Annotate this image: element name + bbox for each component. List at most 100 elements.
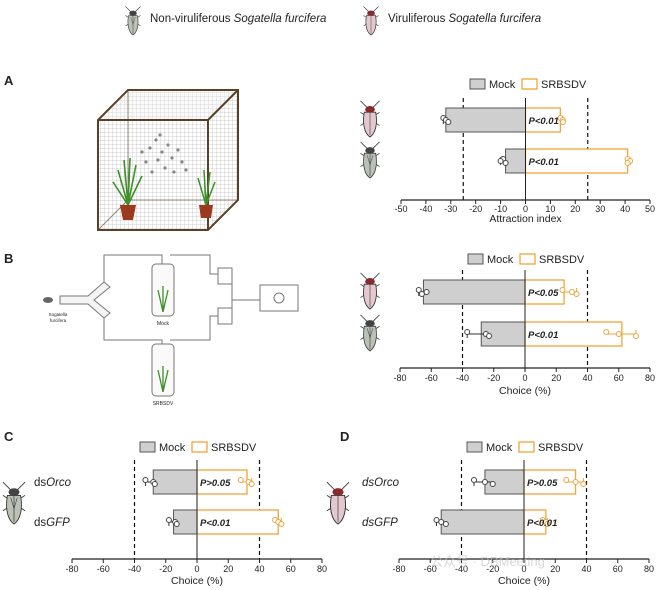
chart-a-point-mock-0-2 bbox=[445, 119, 452, 125]
chart-d-point-virus-1-2 bbox=[544, 521, 551, 527]
chart-b-point-virus-0-2 bbox=[573, 291, 580, 297]
chart-c-point-mock-1-2 bbox=[173, 521, 180, 527]
chart-c-insect bbox=[2, 481, 26, 525]
chart-b-insect-1 bbox=[360, 314, 380, 352]
chart-b-insect-0-head bbox=[365, 278, 375, 285]
chart-b-bar-mock-0 bbox=[422, 279, 526, 305]
chart-c-x-axis-title: Choice (%) bbox=[171, 575, 223, 587]
chart-b-point-mock-1-2 bbox=[486, 333, 493, 339]
chart-b-point-mock-0-0 bbox=[415, 287, 422, 293]
chart-d-point-mock-0-0 bbox=[471, 477, 477, 483]
chart-c-point-virus-0-2 bbox=[248, 481, 255, 487]
chart-b-tick-label--60: -60 bbox=[425, 373, 438, 383]
chart-c-tick-label--80: -80 bbox=[65, 564, 78, 574]
panel-letter-b: B bbox=[4, 251, 13, 266]
chart-d-tick-label-80: 80 bbox=[644, 564, 654, 574]
chart-a-legend-mock-label: Mock bbox=[489, 79, 516, 91]
chart-c-legend-mock-label: Mock bbox=[159, 442, 186, 454]
chart-d-tick-label-40: 40 bbox=[581, 564, 591, 574]
chart-b-x-axis-title: Choice (%) bbox=[499, 385, 551, 397]
chart-a-insect-0-head bbox=[365, 106, 375, 113]
chart-a-tick-label--10: -10 bbox=[494, 204, 507, 214]
chart-b-tick-label-20: 20 bbox=[551, 373, 561, 383]
olfactometer-insect-label-1: Sogatella bbox=[49, 312, 68, 317]
chart-a-insect-0 bbox=[360, 100, 380, 138]
chart-d-tick-label--40: -40 bbox=[455, 564, 468, 574]
chart-b-tick-label-60: 60 bbox=[614, 373, 624, 383]
chart-b-tick-label-0: 0 bbox=[522, 373, 527, 383]
chart-c-legend-virus-swatch bbox=[191, 441, 208, 453]
chart-c-row-label-gene-1: GFP bbox=[46, 517, 70, 529]
chart-a-legend-virus-label: SRBSDV bbox=[541, 79, 587, 91]
chart-c-pvalue-1: P<0.01 bbox=[200, 518, 230, 529]
chart-a-tick-label-40: 40 bbox=[620, 204, 630, 214]
chart-d-row-label-gene-0: Orco bbox=[374, 477, 400, 489]
chart-c-point-mock-0-0 bbox=[142, 477, 149, 483]
chart-d-insect bbox=[326, 481, 350, 525]
chart-b-tick-label--80: -80 bbox=[393, 373, 406, 383]
chart-c-tick-label-60: 60 bbox=[286, 564, 296, 574]
chart-c-tick-label--60: -60 bbox=[97, 564, 110, 574]
chart-c-legend-virus-label: SRBSDV bbox=[211, 442, 257, 454]
chart-d-point-mock-0-1 bbox=[481, 479, 488, 485]
chart-d-tick-label--20: -20 bbox=[486, 564, 499, 574]
chart-d-pvalue-0: P>0.05 bbox=[527, 478, 558, 489]
chart-a-point-mock-1-1 bbox=[497, 158, 504, 164]
panel-letter-c: C bbox=[4, 429, 14, 444]
legend-insect-viruliferous-head bbox=[367, 10, 375, 16]
chart-c-row-label-prefix-1: ds bbox=[34, 517, 46, 529]
chart-c-tick-label--40: -40 bbox=[128, 564, 141, 574]
chart-d-tick-label--80: -80 bbox=[392, 564, 405, 574]
chart-b-legend-mock-label: Mock bbox=[487, 254, 514, 266]
non-viruliferous-legend-label: Non-viruliferous Sogatella furcifera bbox=[150, 13, 326, 25]
chart-d-legend-mock-label: Mock bbox=[486, 442, 513, 454]
chart-b-tick-label--40: -40 bbox=[456, 373, 469, 383]
chart-a-insect-1-shape bbox=[360, 141, 380, 179]
chart-b-point-virus-1-2 bbox=[632, 333, 639, 339]
chart-a-tick-label--50: -50 bbox=[394, 204, 407, 214]
chart-b-legend-mock-swatch bbox=[467, 253, 484, 265]
chart-a-legend: Mock SRBSDV bbox=[469, 78, 587, 91]
top-legend: Non-viruliferous Sogatella furcifera Vir… bbox=[125, 6, 541, 36]
chart-d-legend-mock-swatch bbox=[466, 441, 483, 453]
chart-d-tick-label-0: 0 bbox=[521, 564, 526, 574]
panel-letter-d: D bbox=[340, 429, 349, 444]
chart-c-tick-label-20: 20 bbox=[223, 564, 233, 574]
chart-a-point-virus-1-2 bbox=[624, 160, 631, 166]
olfactometer-mock-label: Mock bbox=[157, 321, 169, 327]
chart-a-pvalue-0: P<0.01 bbox=[529, 116, 559, 127]
watermark: 公众号 · DBMeeting bbox=[430, 554, 545, 569]
legend-insect-non-viruliferous-shape bbox=[125, 6, 141, 36]
viruliferous-insect-icon bbox=[363, 6, 379, 36]
chart-c-pvalue-0: P>0.05 bbox=[200, 478, 231, 489]
chart-a-tick-label-50: 50 bbox=[645, 204, 655, 214]
chart-a-tick-label-30: 30 bbox=[595, 204, 605, 214]
chart-c-legend-mock-swatch bbox=[139, 441, 156, 453]
chart-d-point-mock-0-2 bbox=[489, 481, 496, 487]
chart-d-bar-mock-1 bbox=[440, 509, 525, 535]
chart-d-point-virus-0-0 bbox=[563, 477, 570, 483]
chart-d-point-virus-0-2 bbox=[580, 481, 587, 487]
chart-d-row-label-gene-1: GFP bbox=[374, 517, 398, 529]
chart-c-insect-shape bbox=[2, 481, 26, 525]
chart-d-row-label-0: dsOrco bbox=[362, 477, 400, 489]
chart-a-tick-label-0: 0 bbox=[523, 204, 528, 214]
chart-b-pvalue-0: P<0.05 bbox=[528, 288, 559, 299]
insect-swarm bbox=[140, 133, 188, 174]
chart-b-tick-label-80: 80 bbox=[645, 373, 655, 383]
chart-c-row-label-prefix-0: ds bbox=[34, 477, 46, 489]
olfactometer-insect-label-2: furcifera bbox=[50, 318, 67, 323]
chart-a-insect-1 bbox=[360, 141, 380, 179]
rice-plant-left bbox=[112, 157, 143, 220]
chart-d-insect-head bbox=[332, 488, 344, 496]
chart-a-tick-label--30: -30 bbox=[444, 204, 457, 214]
viruliferous-legend-label: Viruliferous Sogatella furcifera bbox=[388, 13, 541, 25]
chart-a-bar-mock-1 bbox=[505, 148, 526, 174]
chart-d-row-label-prefix-1: ds bbox=[362, 517, 374, 529]
chart-b-point-virus-1-1 bbox=[615, 331, 622, 337]
chart-a-legend-virus-swatch bbox=[521, 78, 538, 90]
chart-b-point-mock-1-0 bbox=[464, 329, 471, 335]
